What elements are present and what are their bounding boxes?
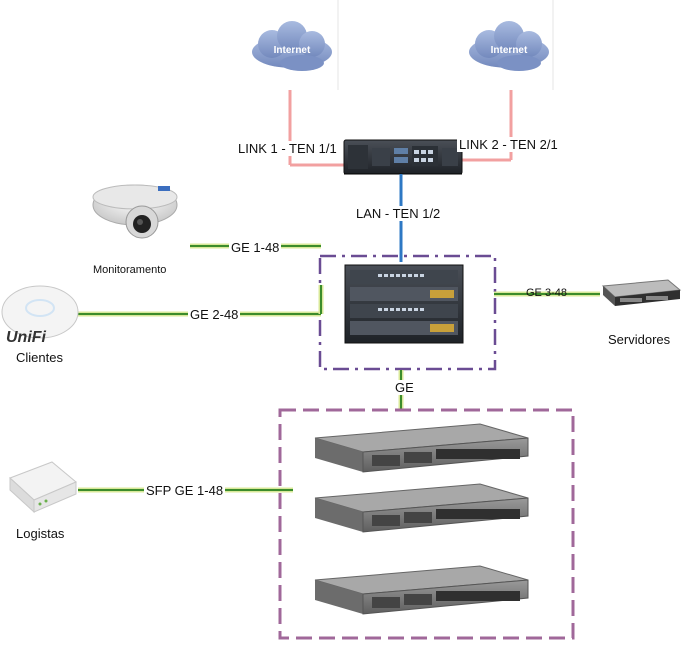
cloud-1-label: Internet — [274, 45, 311, 56]
access-switch-3 — [314, 565, 529, 615]
access-link-label: SFP GE 1-48 — [144, 483, 226, 498]
lan-link-label: LAN - TEN 1/2 — [354, 206, 443, 221]
cloud-2-label: Internet — [491, 45, 528, 56]
core-router — [343, 139, 463, 175]
servers-link-label: GE 3-48 — [526, 287, 567, 299]
camera-link-label: GE 1-48 — [229, 240, 282, 255]
access-point-icon: UniFi — [1, 285, 79, 346]
internet-cloud-1: Internet — [252, 21, 332, 71]
servers-device-label: Servidores — [608, 332, 671, 347]
server-icon — [601, 279, 682, 306]
shops-device-label: Logistas — [16, 526, 65, 541]
uplink-label: GE — [393, 380, 416, 395]
core-switch-chassis — [344, 264, 464, 344]
wan-link-1-label: LINK 1 - TEN 1/1 — [236, 141, 339, 156]
access-switch-group — [278, 408, 575, 640]
camera-device-label: Monitoramento — [93, 264, 167, 276]
ap-device-label: Clientes — [16, 350, 63, 365]
unifi-logo: UniFi — [6, 329, 47, 346]
wan-link-2-label: LINK 2 - TEN 2/1 — [457, 137, 560, 152]
internet-cloud-2: Internet — [469, 21, 549, 71]
access-switch-1 — [314, 423, 529, 473]
camera-icon — [92, 184, 178, 239]
access-switch-2 — [314, 483, 529, 533]
ap-link-label: GE 2-48 — [188, 307, 241, 322]
shop-device-icon — [9, 461, 77, 514]
